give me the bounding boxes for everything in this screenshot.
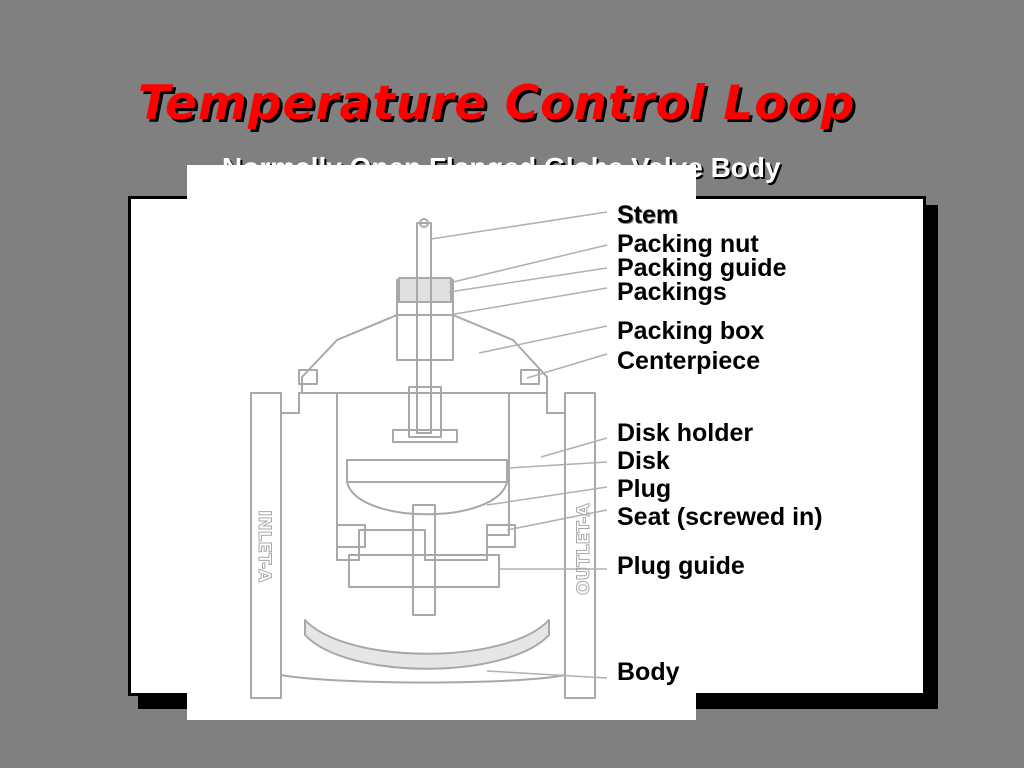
bonnet bbox=[301, 314, 548, 394]
globe-valve-diagram: INLET-A OUTLET-A bbox=[250, 211, 608, 699]
disk-shape bbox=[346, 459, 508, 483]
label-stem: Stem bbox=[617, 201, 679, 229]
valve-body bbox=[280, 392, 566, 684]
label-packings: Packings bbox=[617, 278, 727, 306]
label-body: Body bbox=[617, 658, 680, 686]
label-packing-box: Packing box bbox=[617, 317, 765, 345]
label-packing-guide: Packing guide bbox=[617, 254, 787, 282]
packing-nut bbox=[398, 277, 452, 303]
label-centerpiece: Centerpiece bbox=[617, 347, 761, 375]
slide-title: Temperature Control Loop bbox=[138, 76, 856, 131]
nut-left bbox=[298, 369, 318, 385]
label-seat: Seat (screwed in) bbox=[617, 503, 823, 531]
nut-right bbox=[520, 369, 540, 385]
inlet-label: INLET-A bbox=[254, 510, 274, 583]
seat-shape bbox=[336, 524, 516, 548]
plug-guide-shape bbox=[412, 504, 436, 616]
body-bottom bbox=[304, 619, 550, 670]
outlet-label: OUTLET-A bbox=[574, 503, 594, 595]
valve-stem bbox=[416, 222, 432, 434]
plug-shape bbox=[346, 481, 508, 516]
label-plug-guide: Plug guide bbox=[617, 552, 745, 580]
label-packing-nut: Packing nut bbox=[617, 230, 759, 258]
label-plug: Plug bbox=[617, 475, 672, 503]
label-disk-holder: Disk holder bbox=[617, 419, 754, 447]
label-disk: Disk bbox=[617, 447, 670, 475]
disk-holder-shape bbox=[408, 386, 442, 438]
